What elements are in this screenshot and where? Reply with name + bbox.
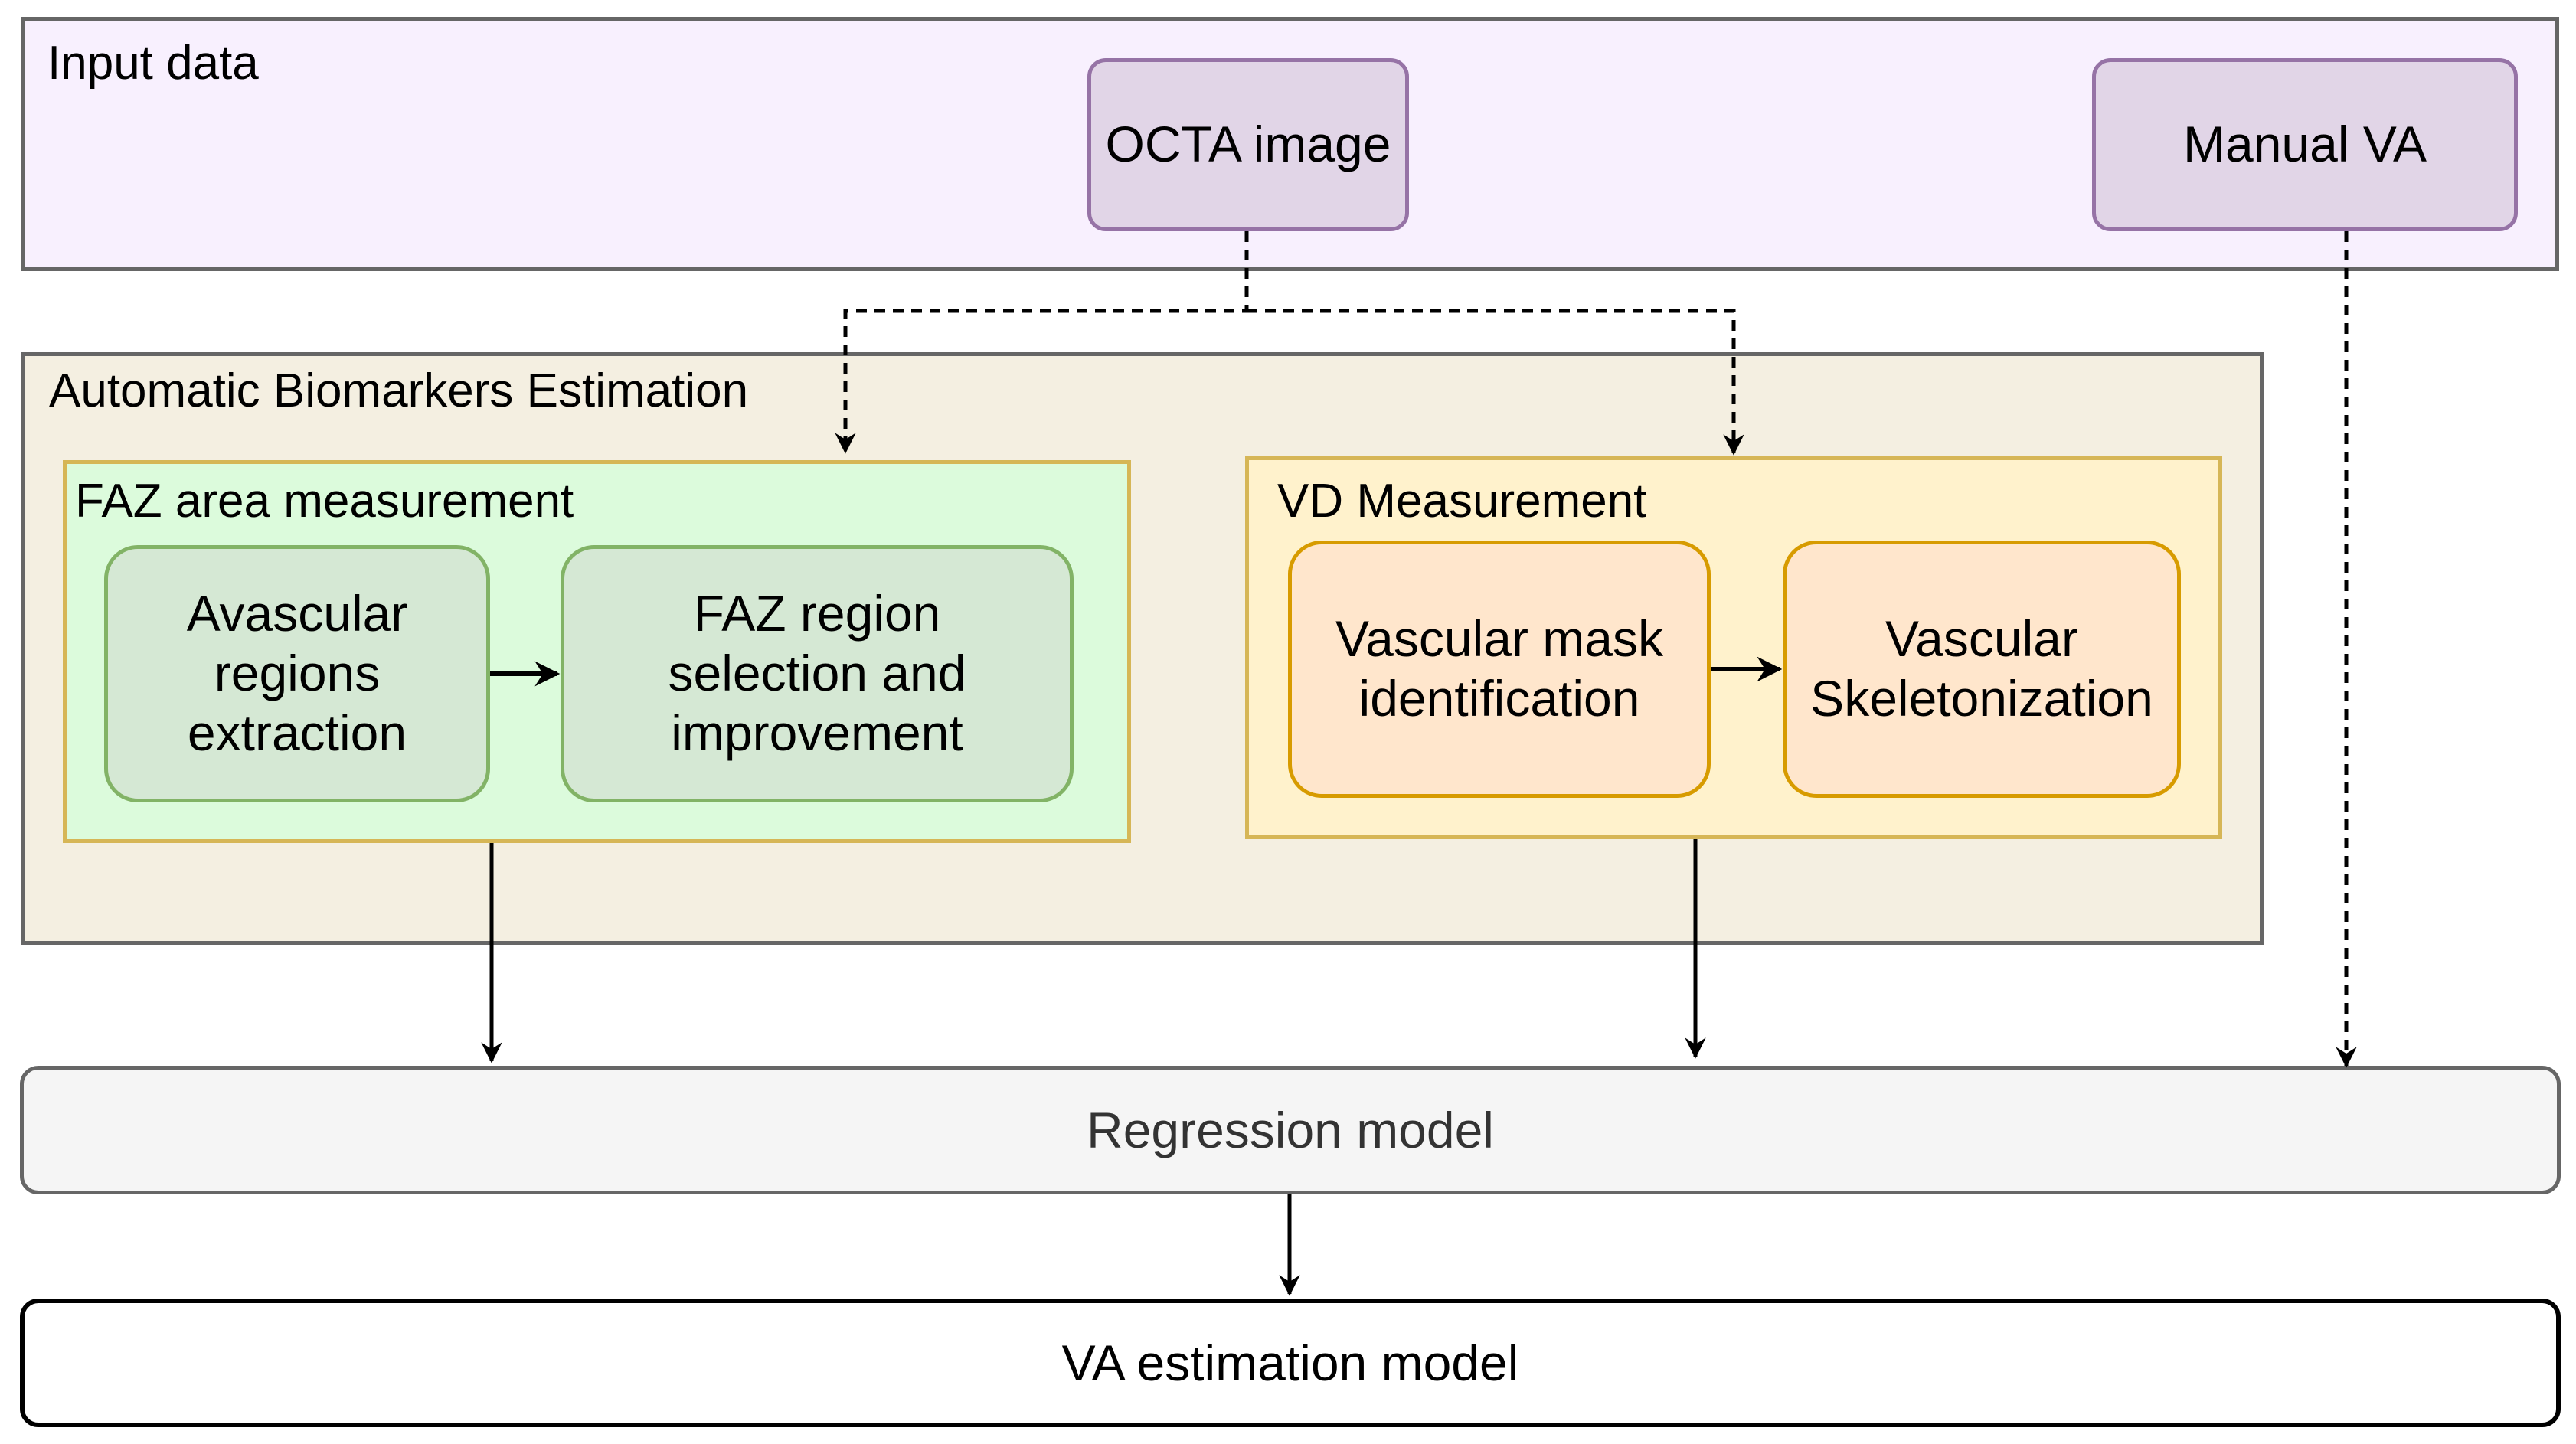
automatic-biomarkers-label: Automatic Biomarkers Estimation — [49, 364, 749, 417]
avascular-regions-node: Avascular regions extraction — [104, 545, 490, 802]
faz-region-node: FAZ region selection and improvement — [561, 545, 1074, 802]
faz-region-text: FAZ region selection and improvement — [668, 585, 966, 761]
vascular-mask-text: Vascular mask identification — [1335, 610, 1663, 727]
va-estimation-model-node: VA estimation model — [20, 1299, 2561, 1427]
regression-model-text: Regression model — [1087, 1102, 1494, 1158]
octa-image-text: OCTA image — [1105, 116, 1391, 173]
avascular-regions-text: Avascular regions extraction — [186, 585, 408, 761]
vd-measurement-label: VD Measurement — [1277, 475, 1647, 528]
manual-va-text: Manual VA — [2183, 116, 2427, 173]
va-estimation-model-text: VA estimation model — [1061, 1335, 1519, 1391]
vascular-mask-node: Vascular mask identification — [1288, 541, 1711, 798]
arrow-octa-to-vd — [1247, 309, 1744, 456]
manual-va-node: Manual VA — [2092, 58, 2518, 231]
faz-area-label: FAZ area measurement — [75, 475, 574, 528]
regression-model-node: Regression model — [20, 1066, 2561, 1194]
arrow-octa-to-faz — [835, 231, 1249, 454]
input-data-label: Input data — [47, 37, 259, 90]
octa-image-node: OCTA image — [1087, 58, 1409, 231]
vascular-skeletonization-text: Vascular Skeletonization — [1810, 610, 2153, 727]
vascular-skeletonization-node: Vascular Skeletonization — [1783, 541, 2181, 798]
